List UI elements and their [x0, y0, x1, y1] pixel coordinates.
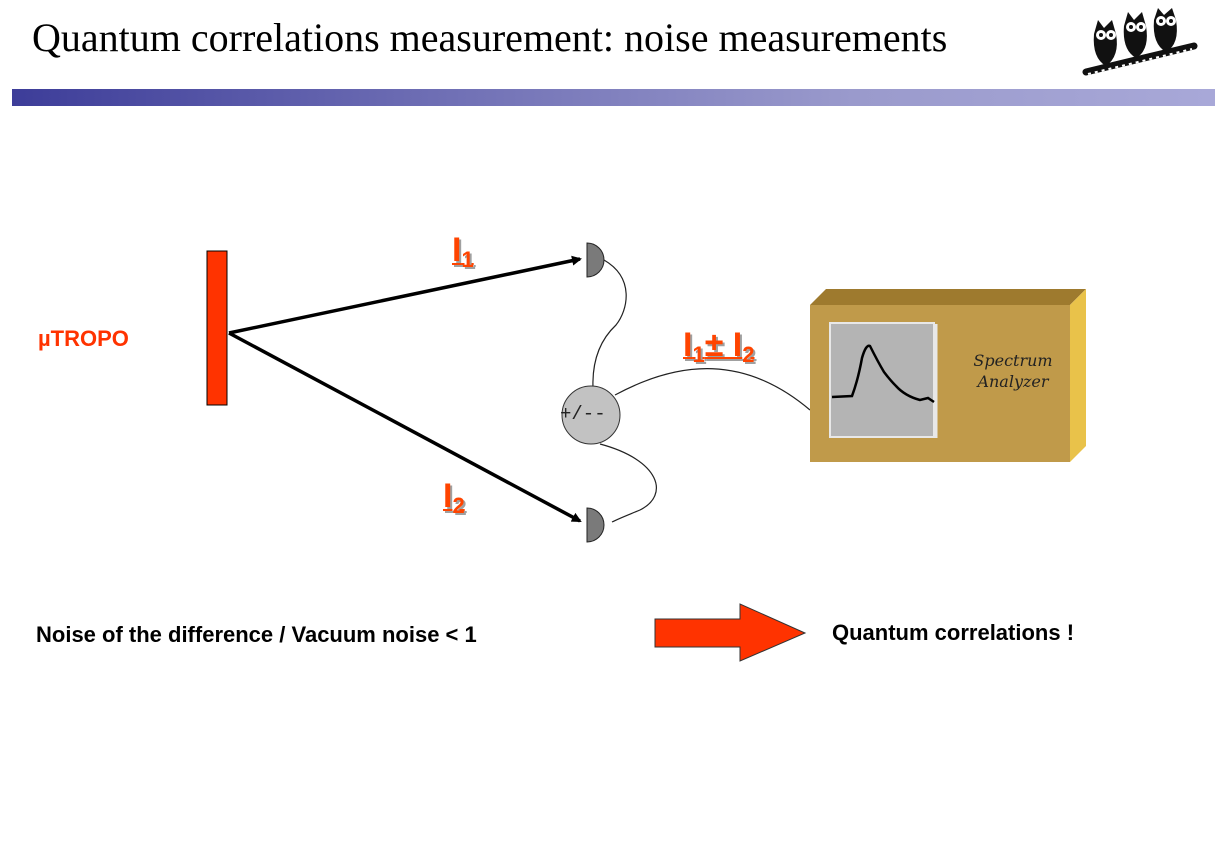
beam1-label: I1: [452, 231, 474, 272]
owls-logo-icon: [1082, 8, 1198, 76]
source-crystal: [206, 250, 228, 406]
combined-signal-label: I1± I2: [683, 326, 755, 367]
cable-detector1: [592, 259, 627, 389]
title-divider-bar: [12, 89, 1215, 106]
page-title: Quantum correlations measurement: noise …: [32, 15, 948, 60]
beam2-line: [228, 331, 582, 523]
conclusion-text: Quantum correlations !: [832, 620, 1075, 645]
noise-ratio-statement: Noise of the difference / Vacuum noise <…: [36, 622, 477, 647]
source-label: µTROPO: [38, 326, 129, 351]
detector2-icon: [586, 507, 605, 543]
cable-analyzer: [614, 368, 811, 411]
mixer-label: +/--: [560, 403, 606, 425]
noise-spectrum-curve: [831, 344, 935, 404]
owl-icon: [1153, 8, 1177, 52]
spectrum-analyzer: [810, 289, 1086, 462]
implication-arrow: [654, 603, 807, 662]
analyzer-label: Spectrum Analyzer: [958, 350, 1068, 392]
detector1-icon: [586, 242, 605, 278]
analyzer-label-line2: Analyzer: [977, 372, 1049, 391]
analyzer-label-line1: Spectrum: [973, 351, 1053, 370]
owl-icon: [1093, 20, 1117, 66]
beam1-line: [228, 255, 582, 335]
cable-detector2: [599, 443, 657, 523]
mixer-circle: [561, 385, 621, 445]
beam2-label: I2: [443, 477, 465, 518]
owl-icon: [1123, 12, 1147, 58]
